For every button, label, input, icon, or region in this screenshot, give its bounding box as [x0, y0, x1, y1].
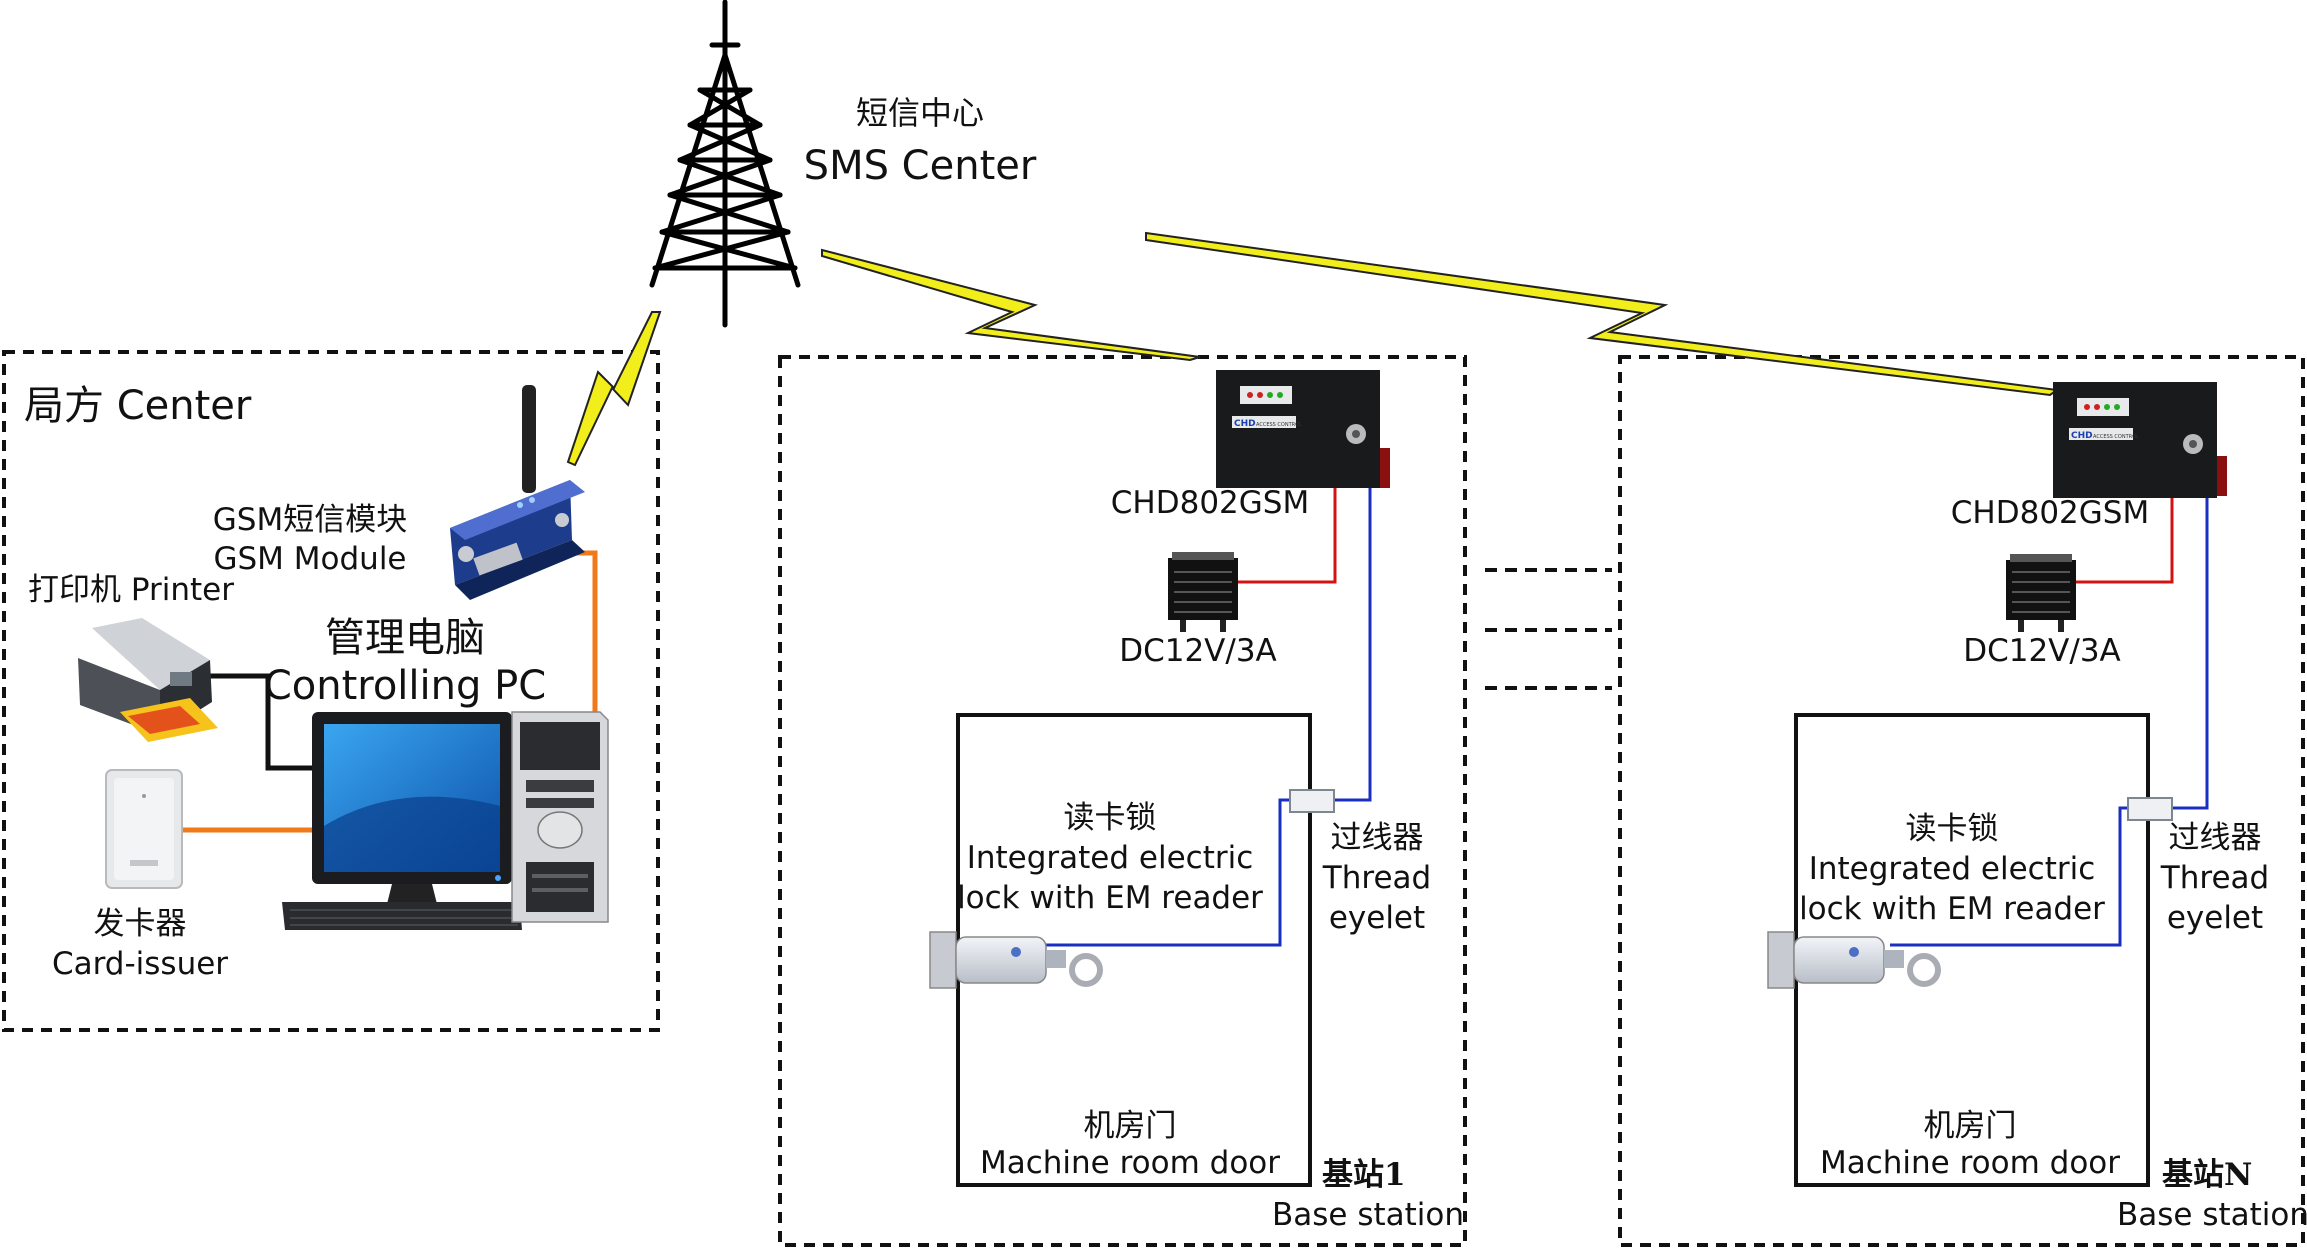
thread-eyelet-1 [1289, 789, 1335, 813]
station-1-wiring [1030, 483, 1372, 947]
eyelet-label-en1-1: Thread [1322, 860, 1432, 896]
controller-logo-1: CHD [1234, 419, 1256, 429]
controller-box-n: CHD ACCESS CONTROL [2053, 382, 2227, 498]
keyboard-icon [282, 902, 522, 930]
lock-label-en2-1: lock with EM reader [957, 880, 1263, 916]
station-label-cn-1: 基站1 [1322, 1157, 1406, 1193]
eyelet-label-en2-1: eyelet [1328, 900, 1426, 936]
card-reader-lock-n [1767, 931, 1941, 989]
eyelet-label-cn-1: 过线器 [1330, 820, 1424, 856]
controller-brand-n: ACCESS CONTROL [2093, 434, 2139, 440]
card-issuer-label-cn: 发卡器 [93, 906, 187, 942]
wireless-link-to-station-1 [821, 248, 1201, 362]
controller-brand-1: ACCESS CONTROL [1256, 422, 1302, 428]
station-label-en-1: Base station [1272, 1197, 1465, 1233]
controller-logo-n: CHD [2071, 431, 2093, 441]
pc-label-cn: 管理电脑 [325, 615, 485, 661]
station-1-region [778, 355, 1467, 1247]
lock-label-en1-n: Integrated electric [1808, 851, 2096, 887]
eyelet-label-en1-n: Thread [2160, 860, 2270, 896]
power-supply-1 [1168, 552, 1238, 632]
eyelet-label-en2-n: eyelet [2166, 900, 2264, 936]
printer-cable [210, 673, 318, 771]
power-label-1: DC12V/3A [1119, 633, 1277, 669]
printer-label: 打印机 Printer [28, 572, 234, 608]
center-title: 局方 Center [24, 383, 252, 429]
door-label-cn-n: 机房门 [1923, 1108, 2017, 1144]
wireless-link-to-station-n [1145, 231, 2060, 397]
thread-eyelet-n [2127, 797, 2173, 821]
station-n-region [1618, 355, 2305, 1247]
card-reader-lock-1 [929, 931, 1103, 989]
door-label-en-n: Machine room door [1819, 1145, 2121, 1181]
serial-cable [560, 550, 598, 715]
card-issuer-label-en: Card-issuer [51, 946, 229, 982]
eyelet-label-cn-n: 过线器 [2168, 820, 2262, 856]
station-label-cn-n: 基站N [2162, 1157, 2253, 1193]
lock-label-cn-1: 读卡锁 [1063, 800, 1157, 836]
power-label-n: DC12V/3A [1963, 633, 2121, 669]
printer-icon [78, 618, 218, 742]
gsm-module-icon [450, 385, 585, 600]
controller-box-1: CHD ACCESS CONTROL [1216, 370, 1390, 488]
station-ellipsis-lines [1485, 568, 1612, 690]
pc-tower-icon [511, 711, 609, 923]
station-label-en-n: Base station [2117, 1197, 2307, 1233]
station-n-wiring [1890, 493, 2209, 947]
card-issuer-icon [105, 769, 183, 889]
sms-center-label-en: SMS Center [803, 143, 1037, 189]
center-region [2, 350, 660, 1032]
lock-label-en2-n: lock with EM reader [1799, 891, 2105, 927]
pc-label-en: Controlling PC [263, 663, 547, 709]
lock-label-en1-1: Integrated electric [966, 840, 1254, 876]
controller-label-1: CHD802GSM [1110, 485, 1310, 521]
sms-center-label-cn: 短信中心 [855, 94, 984, 132]
gsm-module-label-en: GSM Module [213, 541, 407, 577]
antenna-tower-icon [649, 0, 801, 328]
door-label-en-1: Machine room door [979, 1145, 1281, 1181]
door-label-cn-1: 机房门 [1083, 1108, 1177, 1144]
wireless-link-to-gsm-module [566, 311, 662, 467]
monitor-icon [312, 712, 512, 920]
power-supply-n [2006, 554, 2076, 632]
gsm-module-label-cn: GSM短信模块 [212, 502, 408, 538]
lock-label-cn-n: 读卡锁 [1905, 811, 1999, 847]
controller-label-n: CHD802GSM [1950, 495, 2150, 531]
